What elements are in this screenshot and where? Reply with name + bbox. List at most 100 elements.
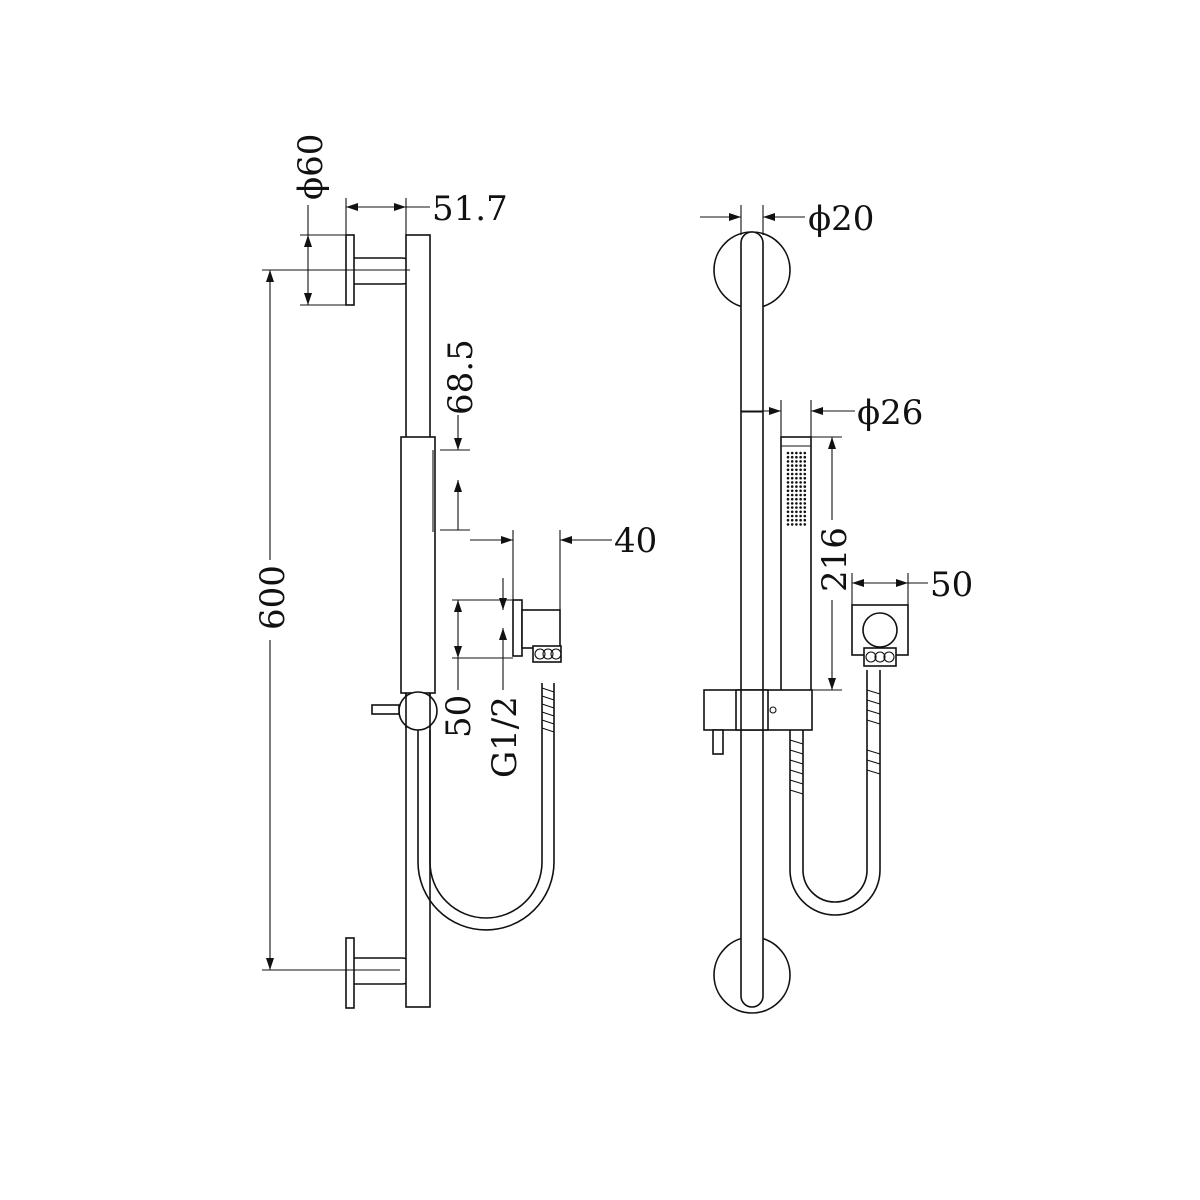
nozzle-dot (786, 481, 790, 484)
nozzle-dot (790, 489, 794, 493)
label-wall-offset: 51.7 (432, 189, 508, 229)
label-elbow-flange: 50 (439, 695, 479, 738)
nozzle-dot (799, 472, 802, 476)
nozzle-dot (786, 523, 790, 526)
nozzle-dot (795, 455, 798, 459)
label-elbow-width: 50 (930, 565, 973, 605)
nozzle-dot (795, 493, 798, 497)
nozzle-dot (790, 518, 794, 522)
hand-shower-front (780, 436, 812, 693)
nozzle-dot (790, 510, 794, 514)
nozzle-dot (795, 510, 798, 514)
nozzle-dot (803, 489, 807, 493)
nozzle-dot (803, 460, 807, 463)
dim-rail-length: 600 (253, 269, 410, 971)
label-head-offset: 68.5 (441, 339, 481, 415)
nozzle-dot (799, 489, 802, 493)
nozzle-dot (786, 485, 790, 488)
nozzle-dot (795, 468, 798, 472)
dim-elbow-projection: 40 (470, 521, 657, 610)
nozzle-dot (790, 455, 794, 459)
nozzle-dot (803, 476, 807, 480)
nozzle-dot (803, 506, 807, 509)
side-view: ϕ60 51.7 600 68.5 (253, 134, 657, 1009)
nozzle-dot (799, 451, 802, 455)
hose-side (417, 683, 555, 931)
nozzle-dot (790, 523, 794, 526)
nozzle-dot (786, 460, 790, 463)
nozzle-dot (803, 497, 807, 501)
hose-ribbing (541, 687, 555, 733)
nozzle-dot (786, 472, 790, 476)
nozzle-dot (799, 510, 802, 514)
dim-rail-diameter: ϕ20 (700, 199, 874, 239)
nozzle-dot (803, 455, 807, 459)
nozzle-dot (790, 497, 794, 501)
nozzle-dot (795, 489, 798, 493)
nozzle-dot (799, 493, 802, 497)
nozzle-dot (803, 518, 807, 522)
wall-elbow-front (851, 604, 909, 667)
hand-shower-side (400, 436, 436, 694)
nozzle-dot (803, 510, 807, 514)
dim-wall-offset: 51.7 (345, 189, 508, 235)
dim-elbow-flange: 50 (439, 599, 513, 738)
nozzle-dot (795, 451, 798, 455)
label-handpiece-diameter: ϕ26 (857, 393, 923, 433)
bottom-wall-bracket (345, 937, 416, 1009)
nozzle-dot (790, 514, 794, 518)
nozzle-dot (786, 518, 790, 522)
wall-elbow-side (512, 599, 562, 663)
nozzle-dot (799, 460, 802, 463)
nozzle-dot (790, 451, 794, 455)
hose-ribbing-front (789, 689, 881, 795)
nozzle-dot (803, 468, 807, 472)
nozzle-dot (790, 481, 794, 484)
nozzle-dot (786, 489, 790, 493)
nozzle-dot (795, 481, 798, 484)
label-rail-length: 600 (253, 565, 293, 630)
slider-holder-front (703, 689, 813, 755)
nozzle-dot (803, 464, 807, 467)
nozzle-dot (786, 451, 790, 455)
rail-front (740, 231, 764, 1008)
nozzle-dot (799, 506, 802, 509)
nozzle-dot (799, 518, 802, 522)
nozzle-dot (786, 506, 790, 509)
slider-holder (371, 691, 438, 731)
nozzle-dot (803, 472, 807, 476)
nozzle-dot (803, 451, 807, 455)
dim-thread: G1/2 (485, 578, 525, 778)
nozzle-dot (795, 506, 798, 509)
nozzle-dot (799, 476, 802, 480)
dim-elbow-width: 50 (851, 565, 973, 605)
dim-handpiece-diameter: ϕ26 (741, 393, 923, 437)
nozzle-dot (786, 455, 790, 459)
nozzle-dot (786, 502, 790, 505)
front-view: ϕ20 ϕ26 216 50 (700, 199, 973, 1014)
nozzle-dot (795, 514, 798, 518)
nozzle-dot (795, 464, 798, 467)
nozzle-dot (795, 502, 798, 505)
nozzle-dot (803, 502, 807, 505)
nozzle-dot (790, 468, 794, 472)
dim-handpiece-length: 216 (811, 436, 855, 691)
nozzle-dot (786, 464, 790, 467)
nozzle-dot (790, 476, 794, 480)
hose-front (789, 670, 881, 916)
nozzle-dot (795, 518, 798, 522)
nozzle-dot (786, 510, 790, 514)
dim-flange-diameter: ϕ60 (291, 134, 346, 306)
nozzle-dot (786, 468, 790, 472)
nozzle-dot (790, 502, 794, 505)
nozzle-dot (799, 481, 802, 484)
nozzle-dot (795, 497, 798, 501)
nozzle-dot (799, 514, 802, 518)
nozzle-dot (786, 493, 790, 497)
label-elbow-projection: 40 (614, 521, 657, 561)
nozzle-dot (799, 468, 802, 472)
label-rail-diameter: ϕ20 (808, 199, 874, 239)
nozzle-dot (803, 523, 807, 526)
nozzle-dot (790, 506, 794, 509)
nozzle-dot (799, 485, 802, 488)
